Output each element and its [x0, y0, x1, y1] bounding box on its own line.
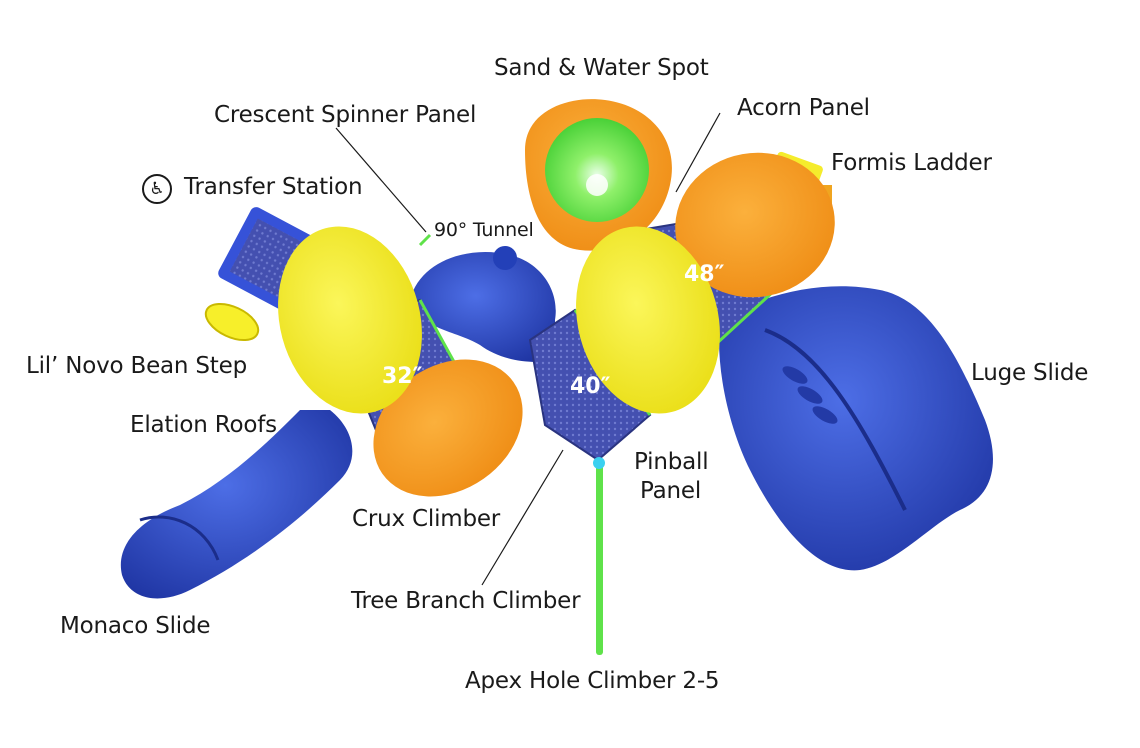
apex-climber-pole	[596, 465, 603, 655]
label-acorn-panel: Acorn Panel	[737, 95, 870, 121]
label-90-tunnel: 90° Tunnel	[434, 219, 534, 241]
label-pinball-line1: Pinball	[634, 449, 709, 475]
deck-32-label: 32″	[382, 364, 423, 389]
label-formis-ladder: Formis Ladder	[831, 150, 992, 176]
label-crux-climber: Crux Climber	[352, 506, 501, 532]
sand-water-spout	[586, 174, 608, 196]
deck-48-label: 48″	[684, 262, 725, 287]
label-sand-water-spot: Sand & Water Spot	[494, 55, 709, 81]
bean-step	[204, 302, 260, 342]
crux-roof	[373, 359, 523, 497]
deck-40-label: 40″	[570, 374, 611, 399]
label-tree-branch-climber: Tree Branch Climber	[351, 588, 581, 614]
label-crescent-spinner-panel: Crescent Spinner Panel	[214, 102, 477, 128]
apex-climber-knob	[593, 457, 605, 469]
label-apex-hole-climber: Apex Hole Climber 2-5	[465, 668, 720, 694]
sand-water-basin	[545, 118, 649, 222]
elation-roof-left	[278, 226, 422, 414]
elation-roof-right	[576, 226, 720, 414]
deck-40	[528, 308, 652, 462]
tunnel	[410, 252, 556, 362]
label-bean-step: Lil’ Novo Bean Step	[26, 353, 247, 379]
label-monaco-slide: Monaco Slide	[60, 613, 211, 639]
luge-slide	[719, 286, 993, 571]
label-luge-slide: Luge Slide	[971, 360, 1089, 386]
luge-slide-ridges	[782, 366, 838, 424]
label-pinball-line2: Panel	[640, 478, 702, 504]
acorn-roof	[675, 152, 835, 298]
luge-slide-groove	[764, 328, 907, 511]
tunnel-opening	[493, 246, 517, 270]
label-elation-roofs: Elation Roofs	[130, 412, 277, 438]
monaco-slide	[120, 410, 353, 599]
wheelchair-icon: ♿	[142, 174, 172, 204]
label-transfer-station: Transfer Station	[184, 174, 363, 200]
monaco-slide-lip	[139, 515, 220, 561]
leader-lines	[335, 112, 721, 586]
